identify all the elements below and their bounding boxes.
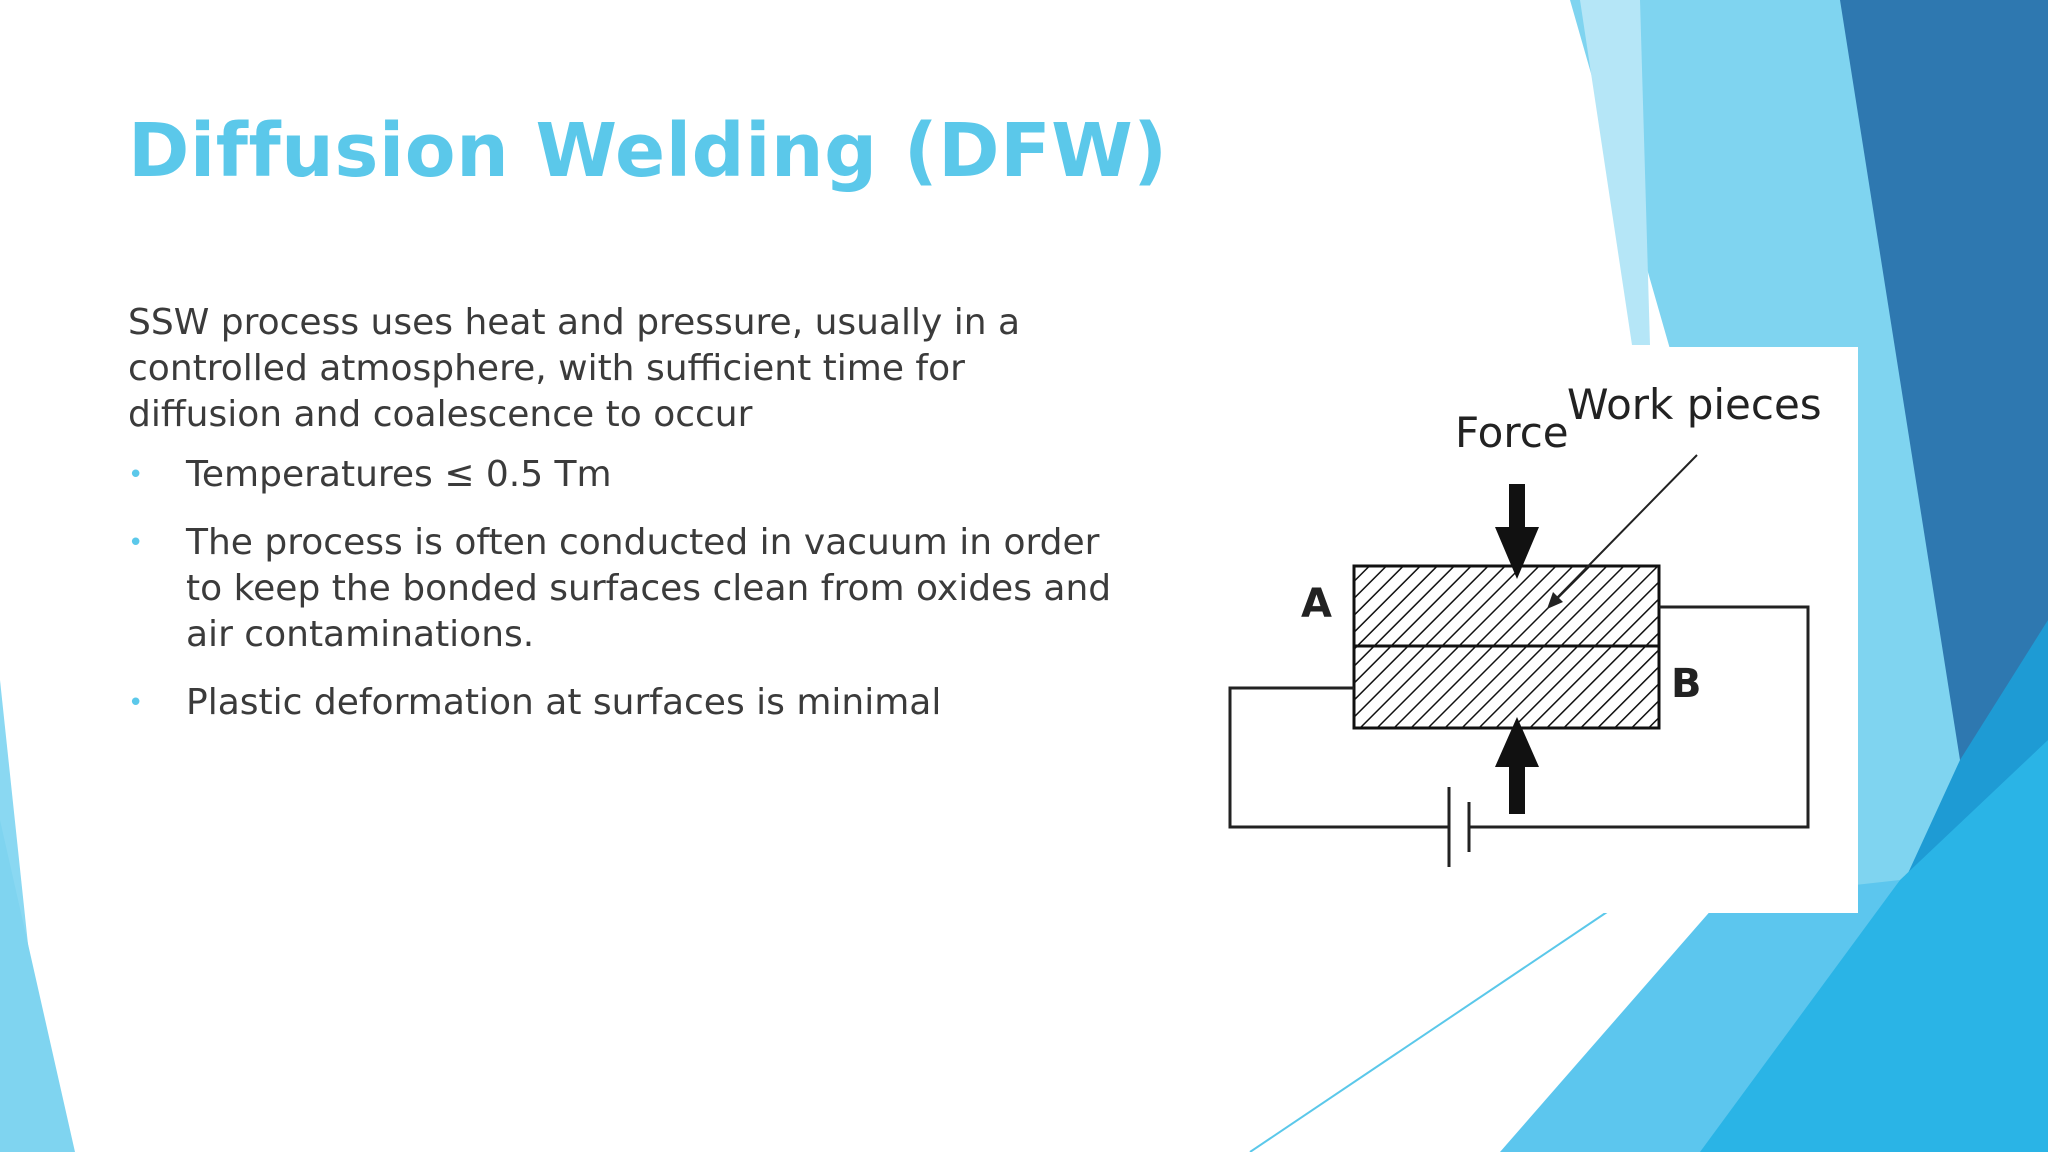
workpiece-a (1352, 564, 1661, 648)
bullet-icon: • (128, 460, 144, 490)
intro-paragraph: SSW process uses heat and pressure, usua… (128, 302, 1021, 435)
bullet-text: The process is often conducted in vacuum… (186, 522, 1112, 655)
bullet-icon: • (128, 688, 144, 718)
bullet-text: Plastic deformation at surfaces is minim… (186, 682, 942, 723)
slide-title: Diffusion Welding (DFW) (128, 108, 1168, 194)
force-label: Force (1455, 408, 1569, 457)
label-a: A (1301, 581, 1332, 627)
pointer-arrowhead (1547, 592, 1563, 609)
workpieces-label: Work pieces (1567, 380, 1822, 429)
bullet-icon: • (128, 528, 144, 558)
circuit-wire-left (1228, 686, 1449, 829)
pointer-line (1552, 454, 1698, 603)
diffusion-welding-diagram: Force Work pieces A B (1197, 347, 1858, 913)
list-item: • Plastic deformation at surfaces is min… (128, 680, 1128, 726)
label-b: B (1671, 661, 1702, 707)
workpiece-b (1352, 644, 1661, 730)
force-arrow-down-icon (1495, 484, 1539, 579)
list-item: • The process is often conducted in vacu… (128, 520, 1128, 658)
list-item: • Temperatures ≤ 0.5 Tm (128, 452, 1128, 498)
circuit-wire-right (1519, 605, 1810, 829)
slide-body: SSW process uses heat and pressure, usua… (128, 300, 1128, 748)
bullet-text: Temperatures ≤ 0.5 Tm (186, 454, 612, 495)
force-arrow-up-icon (1495, 717, 1539, 814)
bullet-list: • Temperatures ≤ 0.5 Tm • The process is… (128, 452, 1128, 726)
